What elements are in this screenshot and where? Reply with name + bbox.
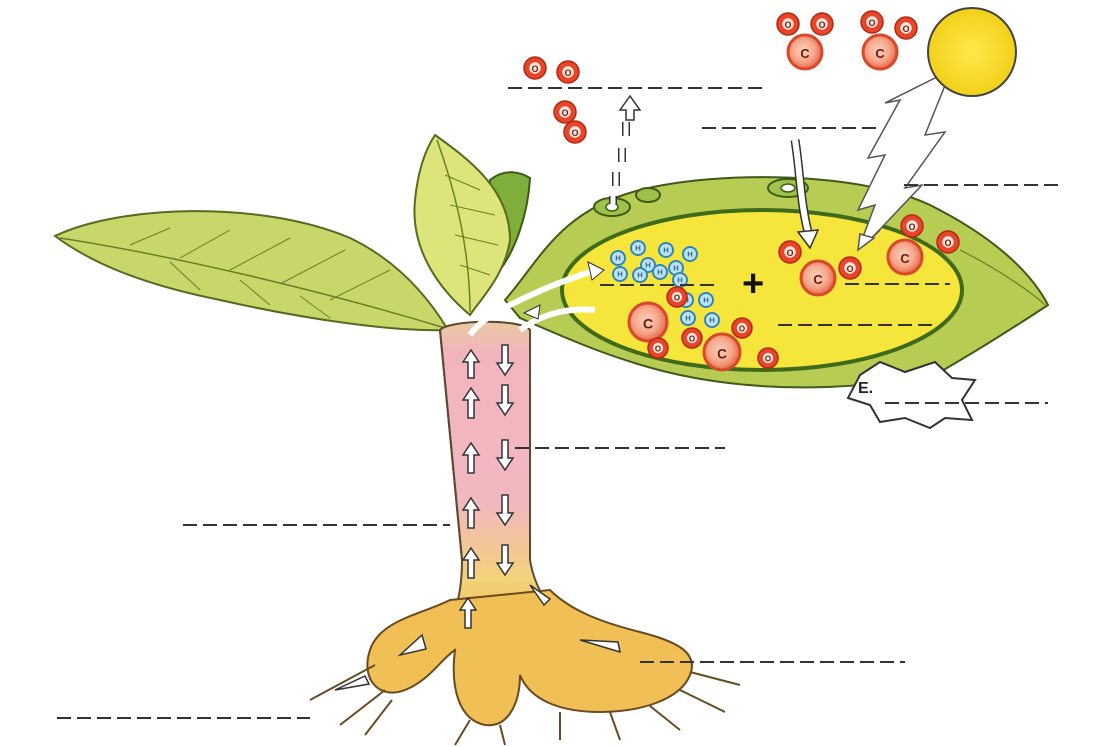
carbon-symbol: C — [900, 251, 909, 266]
hydrogen-symbol: H — [645, 260, 651, 269]
oxygen-atom: O — [777, 13, 799, 35]
oxygen-symbol: O — [765, 355, 771, 364]
energy-burst: E. — [848, 362, 975, 428]
oxygen-symbol: O — [903, 24, 910, 34]
carbon-atom: C — [788, 35, 822, 69]
hydrogen-atom: H — [659, 243, 673, 257]
hydrogen-symbol: H — [663, 245, 669, 254]
hydrogen-symbol: H — [657, 267, 663, 276]
hydrogen-symbol: H — [635, 243, 641, 252]
carbon-atom: C — [863, 35, 897, 69]
oxygen-atom: O — [557, 61, 579, 83]
oxygen-atom: O — [564, 121, 586, 143]
hydrogen-atom: H — [613, 267, 627, 281]
oxygen-atom: O — [895, 17, 917, 39]
oxygen-atom: O — [779, 241, 801, 263]
oxygen-atom: O — [682, 328, 702, 348]
carbon-atom: C — [629, 303, 667, 341]
roots — [310, 590, 740, 745]
top-leaves — [414, 135, 530, 315]
carbon-symbol: C — [875, 46, 884, 61]
hydrogen-atom: H — [611, 251, 625, 265]
hydrogen-atom: H — [681, 311, 695, 325]
oxygen-symbol: O — [869, 18, 876, 28]
hydrogen-atom: H — [653, 265, 667, 279]
oxygen-atom: O — [861, 11, 883, 33]
oxygen-atom: O — [811, 13, 833, 35]
oxygen-atom: O — [667, 287, 687, 307]
oxygen-atom: O — [758, 348, 778, 368]
oxygen-symbol: O — [572, 128, 579, 138]
oxygen-symbol: O — [785, 20, 792, 30]
oxygen-atom: O — [839, 257, 861, 279]
oxygen-atom: O — [524, 57, 546, 79]
carbon-atom: C — [888, 240, 922, 274]
carbon-atom: C — [704, 334, 740, 370]
oxygen-exit-arrow — [613, 96, 640, 204]
energy-label: E. — [858, 380, 873, 397]
hydrogen-atom: H — [631, 241, 645, 255]
hydrogen-symbol: H — [673, 263, 679, 272]
hydrogen-atom: H — [705, 313, 719, 327]
carbon-symbol: C — [813, 272, 822, 287]
oxygen-atom: O — [937, 231, 959, 253]
hydrogen-symbol: H — [637, 270, 643, 279]
hydrogen-symbol: H — [703, 295, 709, 304]
hydrogen-symbol: H — [617, 269, 623, 278]
oxygen-symbol: O — [532, 64, 539, 74]
oxygen-symbol: O — [689, 335, 695, 344]
left-leaf — [55, 211, 448, 330]
oxygen-symbol: O — [562, 108, 569, 118]
oxygen-symbol: O — [819, 20, 826, 30]
carbon-symbol: C — [800, 46, 809, 61]
oxygen-symbol: O — [909, 222, 916, 232]
oxygen-symbol: O — [945, 238, 952, 248]
oxygen-symbol: O — [787, 248, 794, 258]
carbon-symbol: C — [717, 346, 727, 361]
oxygen-atom: O — [648, 338, 668, 358]
oxygen-symbol: O — [655, 345, 661, 354]
hydrogen-atom: H — [633, 268, 647, 282]
hydrogen-symbol: H — [685, 313, 691, 322]
oxygen-atom: O — [732, 318, 752, 338]
oxygen-symbol: O — [847, 264, 854, 274]
carbon-atom: C — [801, 261, 835, 295]
oxygen-atom: O — [554, 101, 576, 123]
oxygen-symbol: O — [565, 68, 572, 78]
hydrogen-symbol: H — [709, 315, 715, 324]
hydrogen-symbol: H — [677, 275, 683, 284]
carbon-symbol: C — [643, 317, 653, 333]
sun — [928, 8, 1016, 96]
oxygen-symbol: O — [739, 325, 745, 334]
hydrogen-symbol: H — [615, 253, 621, 262]
oxygen-symbol: O — [674, 294, 680, 303]
hydrogen-atom: H — [699, 293, 713, 307]
oxygen-atom: O — [901, 215, 923, 237]
plus-sign: + — [742, 263, 764, 305]
hydrogen-atom: H — [683, 247, 697, 261]
hydrogen-symbol: H — [687, 249, 693, 258]
